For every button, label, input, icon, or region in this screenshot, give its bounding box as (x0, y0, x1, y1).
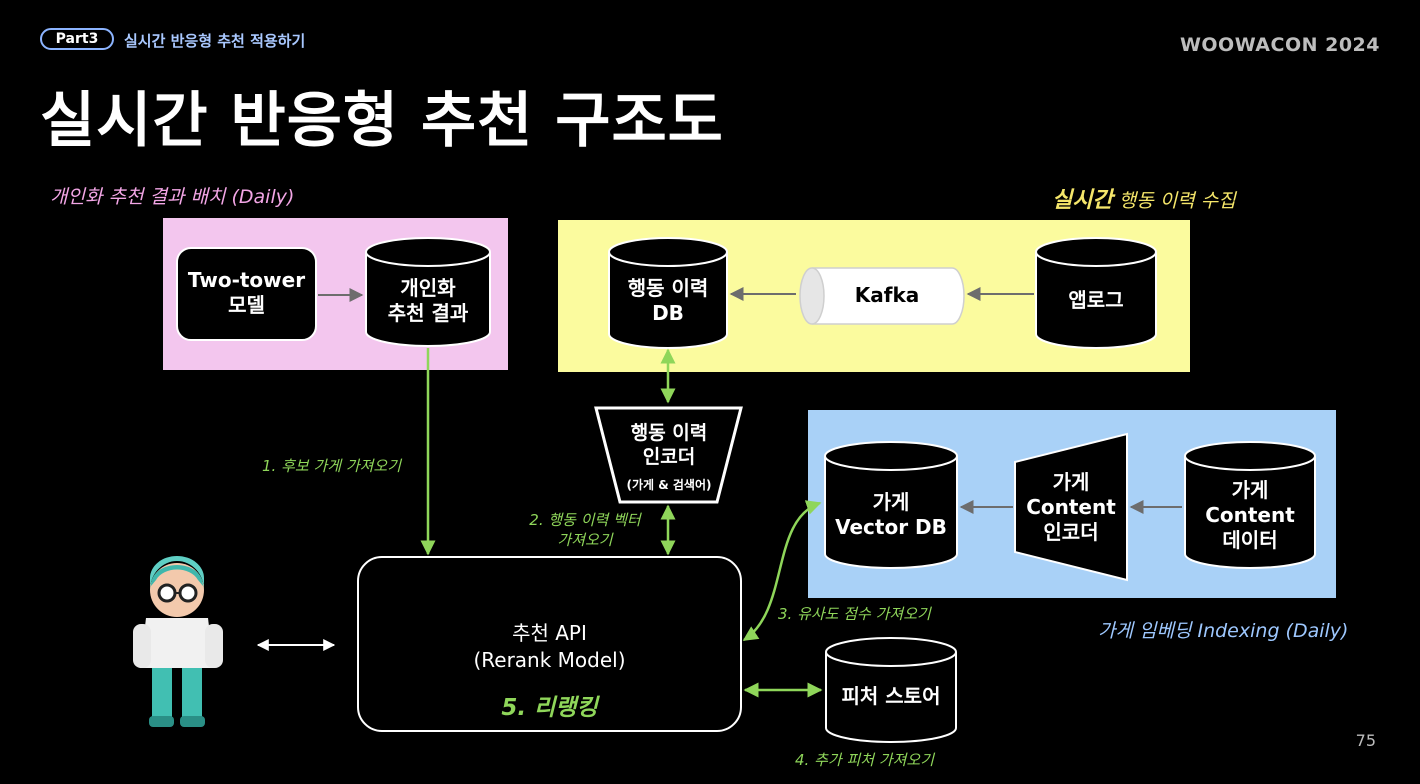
personal-result-line1: 개인화 (400, 276, 456, 300)
app-log-label: 앱로그 (1068, 288, 1124, 312)
vector-db-label: 가게 Vector DB (825, 490, 957, 540)
feature-store-db (825, 637, 957, 743)
vector-db (824, 441, 958, 569)
content-data-label: 가게 Content 데이터 (1185, 478, 1315, 553)
edge-label-step3: 3. 유사도 점수 가져오기 (778, 605, 931, 623)
content-encoder-shape (1014, 432, 1128, 582)
content-data-line2: Content (1205, 503, 1295, 527)
two-tower-line2: 모델 (228, 293, 265, 317)
two-tower-line1: Two-tower (187, 268, 306, 292)
history-db (608, 237, 728, 349)
kafka-label: Kafka (854, 283, 920, 307)
personal-result-db (365, 237, 491, 347)
arrow-step3 (742, 500, 822, 642)
content-data-line1: 가게 (1231, 478, 1269, 502)
history-encoder-note: (가게 & 검색어) (626, 478, 712, 492)
history-db-label: 행동 이력 DB (609, 276, 727, 326)
history-encoder-shape (594, 406, 743, 504)
page-title: 실시간 반응형 추천 구조도 (40, 86, 724, 156)
feature-store-label: 피처 스토어 (841, 684, 941, 708)
part-badge: Part3 (40, 28, 114, 50)
content-encoder-label: 가게 Content 인코더 (1015, 470, 1127, 545)
rerank-label: 5. 리랭킹 (501, 695, 598, 721)
content-encoder-line1: 가게 (1052, 470, 1090, 494)
history-db-line1: 행동 이력 (627, 276, 709, 300)
history-encoder-line2: 인코더 (642, 445, 696, 468)
part-title: 실시간 반응형 추천 적용하기 (124, 32, 306, 50)
history-db-line2: DB (652, 301, 684, 325)
section-label-realtime: 실시간 행동 이력 수집 (1052, 182, 1236, 214)
section-label-batch: 개인화 추천 결과 배치 (Daily) (50, 186, 295, 208)
history-encoder-label: 행동 이력 인코더 (600, 422, 738, 470)
two-tower-model-label: Two-tower 모델 (177, 268, 316, 318)
kafka-queue (799, 267, 965, 325)
section-label-embedding: 가게 임베딩 Indexing (Daily) (1098, 620, 1349, 642)
edge-label-step4: 4. 추가 피처 가져오기 (795, 751, 935, 769)
edge-label-step1: 1. 후보 가게 가져오기 (262, 457, 402, 475)
vector-db-line1: 가게 (872, 490, 910, 514)
section-label-realtime-rest: 행동 이력 수집 (1112, 190, 1236, 212)
content-encoder-line3: 인코더 (1043, 520, 1099, 544)
personal-result-label: 개인화 추천 결과 (366, 276, 490, 326)
two-tower-model-box (176, 247, 317, 341)
user-character-illustration (133, 556, 223, 727)
section-label-realtime-strong: 실시간 (1052, 188, 1113, 213)
page-number: 75 (1355, 731, 1376, 750)
brand-logo-text: WOOWACON 2024 (1179, 34, 1380, 56)
edge-label-step2-line2: 가져오기 (557, 531, 613, 550)
rec-api-box (357, 556, 742, 732)
edge-label-step2: 2. 행동 이력 벡터 가져오기 (510, 510, 660, 551)
app-log-db (1035, 237, 1157, 349)
rec-api-line2: (Rerank Model) (473, 648, 626, 672)
content-encoder-line2: Content (1026, 495, 1116, 519)
rec-api-line1: 추천 API (512, 621, 587, 645)
history-encoder-line1: 행동 이력 (630, 422, 708, 444)
vector-db-line2: Vector DB (835, 515, 947, 539)
content-data-line3: 데이터 (1222, 528, 1278, 552)
edge-label-step2-line1: 2. 행동 이력 벡터 (529, 511, 641, 529)
personal-result-line2: 추천 결과 (387, 301, 469, 325)
rec-api-label: 추천 API (Rerank Model) (358, 620, 741, 674)
content-data-db (1184, 441, 1316, 569)
